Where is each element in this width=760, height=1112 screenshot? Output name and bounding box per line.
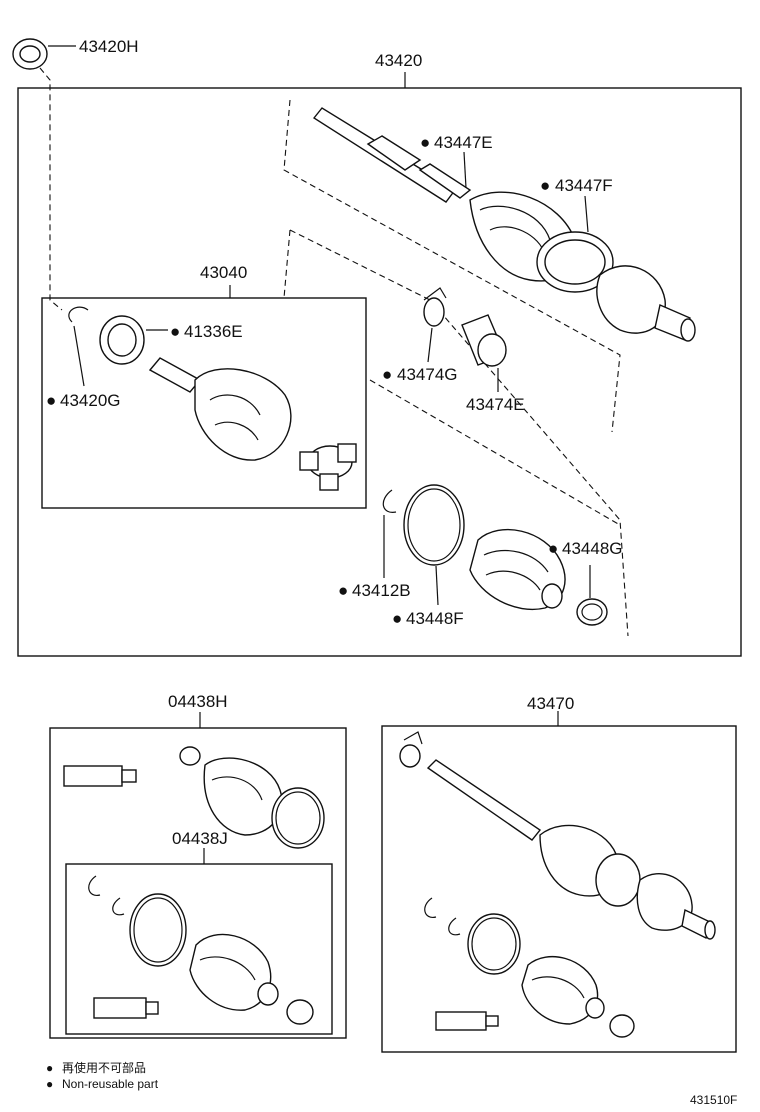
assembly-box-43470 — [381, 725, 737, 1053]
kit-snap-rings — [88, 875, 125, 916]
label-43474G: 43474G — [397, 365, 458, 384]
legend-japanese: 再使用不可部品 — [62, 1060, 146, 1075]
label-43447E: 43447E — [434, 133, 493, 152]
drive-shaft-outer — [312, 107, 696, 342]
label-43412B: 43412B — [352, 581, 411, 600]
kit-inner-boot — [189, 933, 314, 1025]
assembly-box-43040 — [41, 297, 367, 509]
leader-43474G — [427, 327, 433, 363]
label-04438J: 04438J — [172, 829, 228, 848]
leader-43448F — [435, 565, 439, 606]
label-41336E: 41336E — [184, 322, 243, 341]
label-43447F: 43447F — [555, 176, 613, 195]
label-04438H: 04438H — [168, 692, 228, 711]
kit-outer-boot — [179, 746, 325, 849]
marker-43420G: ● — [46, 391, 56, 410]
label-43420G: 43420G — [60, 391, 121, 410]
label-43448F: 43448F — [406, 609, 464, 628]
legend-marker-jp: ● — [46, 1061, 53, 1075]
kit-43470-parts — [424, 897, 635, 1038]
label-43448G: 43448G — [562, 539, 623, 558]
inner-joint-housing — [148, 357, 292, 461]
kit-boot-band — [129, 893, 187, 967]
label-43040: 43040 — [200, 263, 247, 282]
boot-clamp-43448G — [576, 598, 608, 626]
snap-ring-43420G — [68, 306, 89, 323]
marker-43447F: ● — [540, 176, 550, 195]
leader-43447F — [584, 195, 589, 233]
label-43470: 43470 — [527, 694, 574, 713]
dash-43420H — [39, 67, 63, 311]
marker-43474G: ● — [382, 365, 392, 384]
kit-box-04438H — [49, 727, 347, 1039]
seal-41336E — [99, 315, 145, 365]
dust-cover-43474E — [461, 314, 507, 367]
marker-43447E: ● — [420, 133, 430, 152]
dash-boot-group — [289, 229, 629, 637]
inner-boot — [469, 528, 566, 611]
tripod-spider — [299, 443, 357, 491]
label-43420: 43420 — [375, 51, 422, 70]
dash-shaft-lower — [283, 229, 291, 299]
marker-43448F: ● — [392, 609, 402, 628]
leader-43447E — [463, 151, 467, 189]
legend-marker-en: ● — [46, 1077, 53, 1091]
label-43420H: 43420H — [79, 37, 139, 56]
assembly-box-43420 — [17, 87, 742, 657]
figure-code: 431510F — [690, 1093, 737, 1107]
label-43474E: 43474E — [466, 395, 525, 414]
marker-43448G: ● — [548, 539, 558, 558]
leader-43420G — [73, 325, 85, 387]
grease-tube-04438H — [63, 765, 137, 787]
grease-tube-04438J — [93, 997, 159, 1019]
oil-seal-43420H — [12, 38, 48, 70]
dash-inner-joint — [369, 379, 621, 526]
kit-box-04438J — [65, 863, 333, 1035]
snap-ring-43412B — [382, 489, 397, 513]
clamp-43474G — [423, 287, 447, 327]
shaft-assembly-43470 — [399, 731, 716, 940]
legend-english: Non-reusable part — [62, 1077, 159, 1091]
boot-band-43448F — [403, 484, 465, 566]
dash-shaft-outline — [283, 99, 621, 433]
marker-43412B: ● — [338, 581, 348, 600]
marker-41336E: ● — [170, 322, 180, 341]
